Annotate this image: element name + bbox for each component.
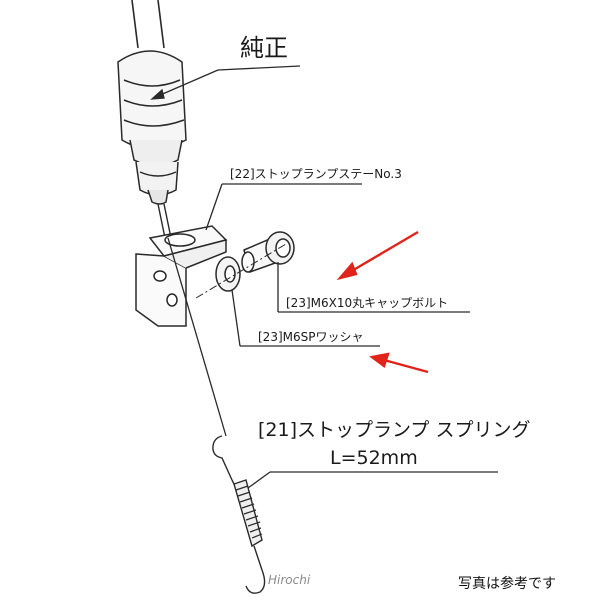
leader-bolt [277, 262, 470, 313]
red-arrow-washer [369, 352, 429, 374]
leader-spring [247, 471, 498, 489]
cable [131, 0, 165, 49]
watermark: Hirochi [268, 573, 311, 587]
stop-lamp-spring [212, 435, 266, 594]
stop-switch-genuine [117, 50, 187, 205]
label-spring-length: L=52mm [330, 447, 418, 469]
label-genuine: 純正 [240, 34, 288, 62]
cap-bolt [241, 231, 295, 273]
label-stay: [22]ストップランプステーNo.3 [230, 167, 402, 181]
footer-note: 写真は参考です [458, 575, 556, 592]
red-arrow-bolt [336, 230, 419, 281]
label-spring: [21]ストップランプ スプリング [258, 419, 530, 441]
switch-rod [157, 203, 172, 239]
stay-bracket [135, 225, 228, 327]
leader-stay [205, 183, 362, 231]
leader-washer [231, 289, 380, 347]
label-bolt: [23]M6X10丸キャップボルト [286, 296, 448, 310]
sp-washer [215, 256, 241, 292]
leader-genuine [150, 65, 301, 100]
spring-wire [167, 237, 227, 437]
label-washer: [23]M6SPワッシャ [258, 330, 363, 344]
assembly-axis [195, 243, 287, 299]
